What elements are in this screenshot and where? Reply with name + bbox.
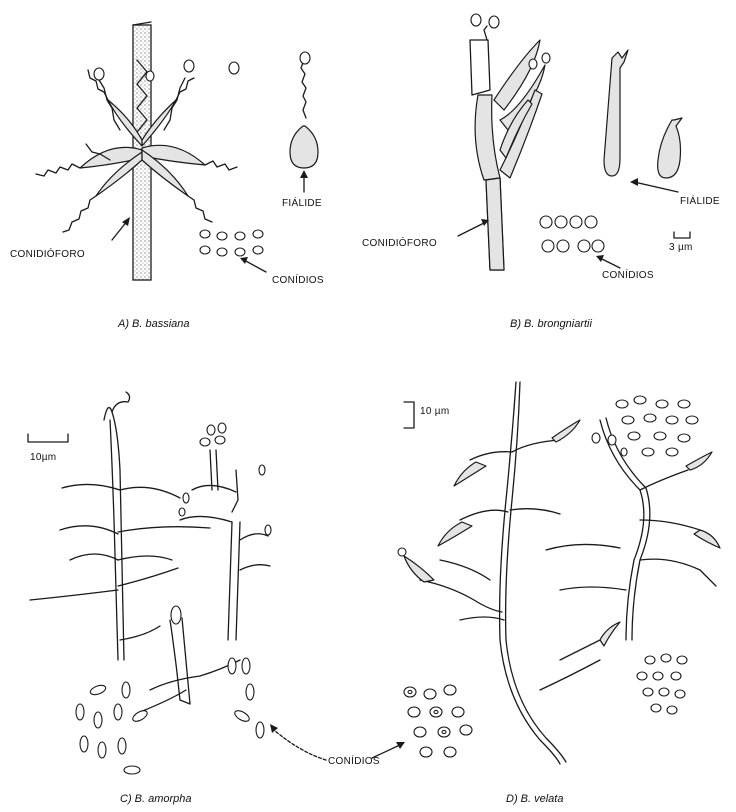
- panel-b-conidiophore-label: CONIDIÓFORO: [362, 236, 437, 249]
- panel-b-conidia-cluster: [540, 216, 604, 252]
- panel-a-conidia-cluster: [200, 230, 263, 256]
- panel-d: 10 µm CONÍDIOS D) B. velata: [270, 382, 720, 805]
- panel-d-scale-label: 10 µm: [420, 406, 450, 417]
- panel-a-conidia-label: CONÍDIOS: [272, 273, 324, 286]
- conidia-arrows: [270, 724, 405, 760]
- panel-d-caption: D) B. velata: [506, 793, 563, 805]
- panel-a: CONIDIÓFORO FIÁLIDE CONÍDIOS A) B. bassi…: [10, 22, 324, 330]
- panel-a-conidiophore-label: CONIDIÓFORO: [10, 247, 85, 260]
- panel-a-conidiophore-drawing: [36, 22, 318, 280]
- panel-b-caption: B) B. brongniartii: [510, 318, 592, 330]
- panel-c-scale-label: 10µm: [30, 452, 56, 463]
- panel-b-scale-label: 3 µm: [669, 242, 693, 253]
- panel-a-phialide-label: FIÁLIDE: [282, 196, 322, 209]
- shared-conidia-label: CONÍDIOS: [328, 754, 380, 767]
- panel-d-conidia-bottom: [404, 685, 472, 757]
- panel-b-phialide-label: FIÁLIDE: [680, 194, 720, 207]
- panel-b-conidiophore-drawing: [458, 14, 690, 270]
- panel-c-conidia-cluster: [76, 658, 264, 774]
- panel-c: 10µm C) B. amorpha: [28, 392, 271, 805]
- panel-a-caption: A) B. bassiana: [117, 318, 190, 330]
- panel-d-conidia-clusters: [404, 396, 698, 757]
- panel-b: CONIDIÓFORO FIÁLIDE CONÍDIOS 3 µm B) B. …: [362, 14, 720, 330]
- panel-c-caption: C) B. amorpha: [120, 793, 192, 805]
- panel-b-conidia-label: CONÍDIOS: [602, 268, 654, 281]
